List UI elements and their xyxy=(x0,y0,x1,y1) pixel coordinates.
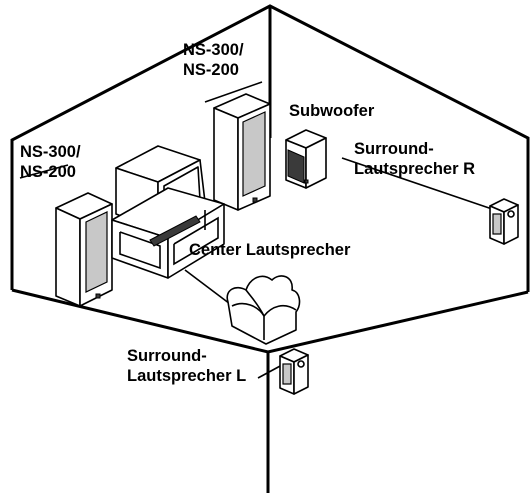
label-surround-left-speaker: Surround- Lautsprecher L xyxy=(127,347,247,385)
label-subwoofer: Subwoofer xyxy=(289,102,375,120)
label-front-left-speaker: NS-300/ NS-200 xyxy=(20,143,81,181)
label-center-speaker: Center Lautsprecher xyxy=(189,241,351,259)
tv-rack xyxy=(111,187,225,279)
subwoofer xyxy=(285,129,327,189)
armchair xyxy=(226,275,301,345)
front-left-speaker xyxy=(55,192,113,307)
surround-right-speaker xyxy=(489,198,519,245)
label-front-right-speaker: NS-300/ NS-200 xyxy=(183,41,244,79)
surround-left-speaker xyxy=(279,348,309,395)
label-surround-right-speaker: Surround- Lautsprecher R xyxy=(354,140,476,178)
front-right-speaker xyxy=(213,93,271,211)
